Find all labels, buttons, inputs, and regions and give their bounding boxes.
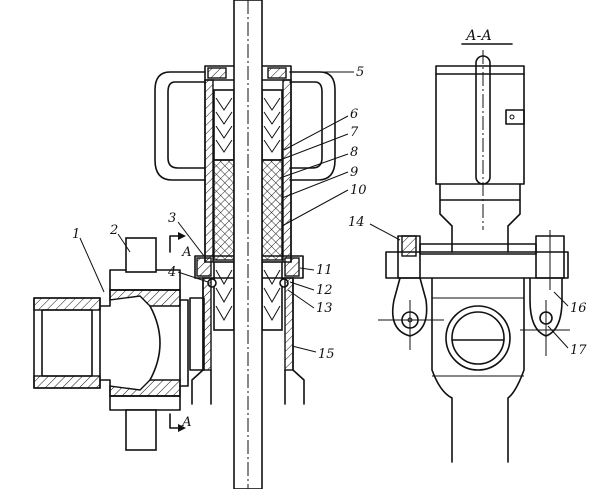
callout-9: 9 [350,165,358,180]
callout-12: 12 [316,283,333,298]
leader-lines [79,71,569,353]
view-title: А-А [465,28,492,44]
callout-13: 13 [316,301,333,316]
callout-15: 15 [318,347,335,362]
coupling-nut [33,297,101,389]
callout-labels: 1 2 3 4 5 6 7 8 9 10 11 12 13 14 15 16 1… [72,65,587,362]
view-a-a: А-А [378,28,570,463]
callout-14: 14 [348,215,365,230]
callout-8: 8 [350,145,358,160]
handle [154,71,206,181]
callout-1: 1 [72,227,80,242]
callout-10: 10 [350,183,367,198]
callout-7: 7 [350,125,359,140]
section-mark-bottom: А [181,415,192,430]
callout-17: 17 [570,343,587,358]
sectional-view: А А [33,0,336,489]
callout-16: 16 [570,301,587,316]
section-mark-top: А [181,245,192,260]
callout-11: 11 [316,263,333,278]
callout-2: 2 [109,223,118,238]
callout-6: 6 [350,107,358,122]
callout-5: 5 [356,65,364,80]
callout-3: 3 [168,211,176,226]
callout-4: 4 [167,265,176,280]
